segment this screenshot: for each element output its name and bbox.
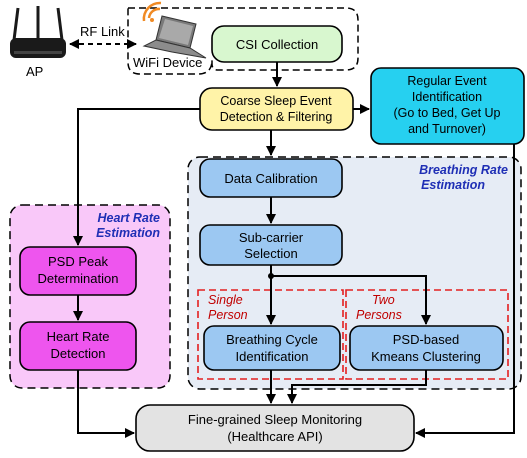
two-persons-label-2: Persons: [356, 308, 402, 322]
two-persons-label-1: Two: [372, 293, 395, 307]
fine-grained-label-1: Fine-grained Sleep Monitoring: [188, 412, 362, 427]
single-person-label-2: Person: [208, 308, 248, 322]
regular-label-1: Regular Event: [407, 74, 487, 88]
router-icon: [10, 6, 66, 58]
heart-rate-detection-label-1: Heart Rate: [47, 329, 110, 344]
subcarrier-label-1: Sub-carrier: [239, 230, 304, 245]
device-group-outline: [127, 7, 359, 75]
connectors: [73, 62, 515, 438]
breathing-region-label-2: Estimation: [421, 178, 485, 192]
heart-region-label-1: Heart Rate: [97, 211, 160, 225]
heart-region-label-2: Estimation: [96, 226, 160, 240]
fine-grained-box: [135, 404, 415, 452]
coarse-label-1: Coarse Sleep Event: [220, 94, 332, 108]
regular-event-box: [370, 67, 525, 145]
laptop-wifi-icon: [142, 1, 207, 59]
wifi-device-label: WiFi Device: [133, 55, 202, 70]
subcarrier-label-2: Selection: [244, 246, 297, 261]
psd-kmeans-label-2: Kmeans Clustering: [371, 349, 481, 364]
data-calibration-label: Data Calibration: [224, 171, 317, 186]
psd-peak-label-2: Determination: [38, 271, 119, 286]
single-person-label-1: Single: [208, 293, 243, 307]
regular-label-2: Identification: [412, 90, 482, 104]
breathing-region-label-1: Breathing Rate: [419, 163, 508, 177]
regular-label-3: (Go to Bed, Get Up: [394, 106, 501, 120]
ap-label: AP: [26, 64, 43, 79]
heart-rate-detection-label-2: Detection: [51, 346, 106, 361]
coarse-label-2: Detection & Filtering: [220, 110, 333, 124]
rf-link-label: RF Link: [80, 24, 125, 39]
fine-grained-label-2: (Healthcare API): [227, 429, 322, 444]
breathing-cycle-label-1: Breathing Cycle: [226, 332, 318, 347]
csi-collection-label: CSI Collection: [236, 37, 318, 52]
breathing-cycle-label-2: Identification: [236, 349, 309, 364]
psd-kmeans-label-1: PSD-based: [393, 332, 459, 347]
psd-peak-label-1: PSD Peak: [48, 254, 108, 269]
regular-label-4: and Turnover): [408, 122, 486, 136]
